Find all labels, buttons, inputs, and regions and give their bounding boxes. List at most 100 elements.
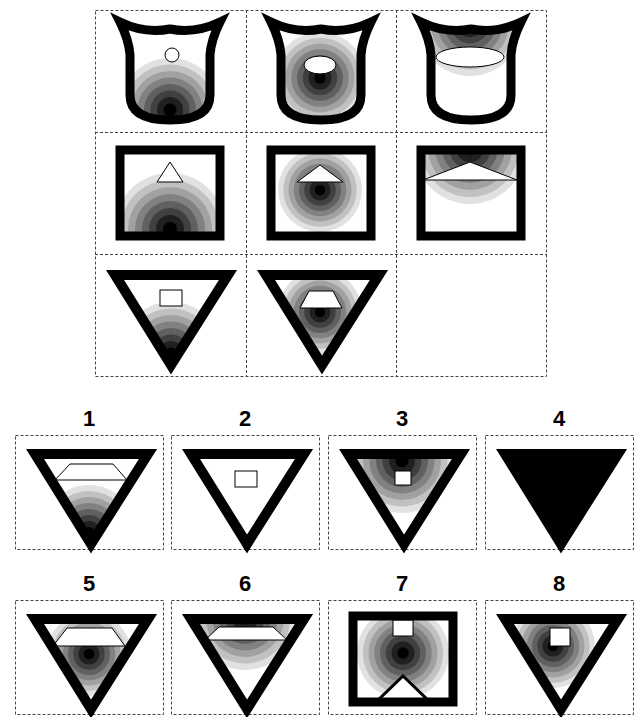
white-shape [160, 290, 182, 306]
white-shape [235, 471, 257, 487]
dashed-divider [396, 10, 397, 377]
shade-ring [451, 5, 490, 44]
outline-shape [35, 454, 148, 544]
shade-ring [286, 44, 355, 113]
shade-ring [138, 78, 203, 143]
outline-shape [421, 22, 521, 120]
outline-shape [271, 150, 371, 236]
outline-shape [271, 22, 371, 120]
shade-ring [532, 625, 574, 667]
white-shape [393, 620, 413, 636]
shade-ring [397, 647, 409, 659]
figure [418, 0, 522, 120]
shade-ring [164, 104, 177, 117]
white-shape [297, 165, 343, 182]
figure [505, 604, 618, 709]
shade-ring [310, 180, 331, 201]
figure [191, 566, 304, 709]
shade-ring [297, 55, 343, 101]
interior [278, 150, 362, 232]
white-shape [423, 162, 517, 180]
option-number: 2 [225, 407, 265, 431]
outline-shape [266, 275, 379, 365]
shade-ring [294, 164, 347, 217]
dashed-frame [486, 436, 634, 550]
shade-ring [289, 159, 352, 222]
white-shape [53, 628, 125, 646]
option-number: 4 [539, 407, 579, 431]
outline-shape [191, 619, 304, 709]
shade-ring [299, 291, 341, 333]
shade-ring [119, 302, 223, 406]
figure [505, 454, 618, 544]
shade-ring [128, 187, 212, 236]
white-shape [157, 162, 183, 182]
shade-ring [370, 429, 435, 494]
shade-ring [425, 0, 516, 70]
dashed-frame [486, 601, 634, 715]
figure [271, 148, 371, 236]
white-shape [436, 47, 504, 67]
shade-ring [291, 49, 349, 107]
figure [266, 270, 379, 365]
option-number: 8 [539, 572, 579, 596]
figure [414, 92, 526, 236]
option-number: 7 [382, 572, 422, 596]
shade-ring [421, 150, 519, 197]
option-number: 6 [225, 572, 265, 596]
shade-ring [421, 150, 521, 204]
figure [353, 607, 453, 702]
shade-ring [283, 153, 357, 227]
figure [115, 275, 228, 406]
white-shape [300, 291, 342, 308]
interior [357, 616, 449, 702]
shade-ring [79, 644, 100, 665]
shade-ring [142, 201, 198, 236]
interior [235, 471, 257, 487]
shade-ring [376, 435, 428, 487]
white-shape [205, 627, 287, 640]
outline-shape [115, 275, 228, 365]
shade-ring [121, 180, 219, 236]
outline-shape [120, 22, 220, 120]
shade-ring [386, 636, 421, 671]
option-number: 1 [69, 407, 109, 431]
outline-shape [191, 454, 304, 544]
interior [120, 162, 220, 236]
figure [35, 612, 148, 709]
outline-shape [35, 619, 148, 709]
dashed-divider [246, 10, 247, 377]
interior [421, 150, 521, 204]
figure [118, 22, 222, 162]
dashed-frame [16, 601, 164, 715]
shade-ring [144, 84, 196, 136]
figure [271, 22, 371, 124]
dashed-divider [95, 132, 547, 133]
solid-shape [505, 454, 618, 544]
white-shape [165, 48, 179, 62]
dashed-divider [95, 254, 547, 255]
white-shape [550, 628, 570, 646]
shade-ring [135, 194, 205, 236]
shade-ring [280, 38, 361, 119]
dashed-frame [172, 436, 320, 550]
white-shape [395, 471, 411, 485]
shade-ring [392, 642, 415, 665]
dashed-frame [329, 601, 477, 715]
white-shape [304, 56, 336, 74]
figure [35, 454, 148, 581]
option-number: 3 [382, 407, 422, 431]
outline-shape [353, 616, 453, 702]
shade-ring [315, 185, 326, 196]
outline-shape [505, 619, 618, 709]
option-number: 5 [69, 572, 109, 596]
figure [191, 454, 304, 544]
shade-ring [278, 150, 362, 232]
white-shape [55, 464, 127, 480]
outline-shape [421, 150, 521, 236]
shade-ring [84, 649, 95, 660]
outline-shape [348, 454, 461, 544]
shade-ring [380, 630, 426, 676]
figure [114, 150, 226, 285]
